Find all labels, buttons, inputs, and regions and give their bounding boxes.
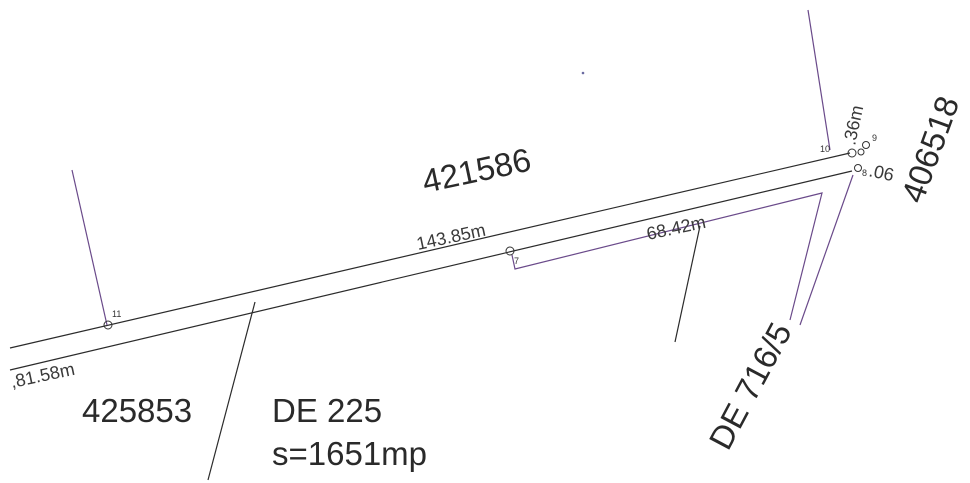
point-label-7: 7	[514, 256, 519, 266]
survey-point-cluster	[857, 148, 865, 156]
point-label-10: 10	[820, 144, 830, 154]
west-boundary-line	[71, 169, 108, 326]
survey-point-11	[103, 320, 113, 330]
parcel-southwest: 425853	[82, 392, 192, 429]
road-de-716-5-label: DE 716/5	[702, 316, 799, 455]
parcel-north: 421586	[419, 141, 534, 200]
distance-top-right: .36m	[839, 104, 867, 147]
distance-left: ,81.58m	[9, 359, 77, 392]
distance-right-small: .06	[867, 160, 896, 185]
distance-inner: 68.42m	[645, 212, 708, 244]
point-label-9: 9	[872, 133, 877, 143]
survey-point-8	[854, 164, 862, 172]
north-boundary-line	[807, 9, 831, 151]
inner-leader-line	[674, 225, 701, 343]
parcel-east: 406518	[894, 91, 966, 207]
lower-boundary-line	[9, 170, 853, 371]
road-de-225-area: s=1651mp	[272, 435, 427, 472]
stray-dot	[581, 71, 585, 75]
point-label-11: 11	[112, 309, 121, 319]
survey-point-9	[862, 141, 870, 149]
road-de-225-label: DE 225	[272, 392, 382, 429]
de-716-5-outline-outer	[799, 174, 854, 326]
upper-boundary-line	[9, 152, 851, 349]
de-716-5-outline-inner	[511, 192, 823, 321]
survey-point-10	[847, 148, 857, 158]
point-label-8: 8	[862, 168, 867, 178]
survey-point-7	[505, 246, 515, 256]
distance-main: 143.85m	[415, 220, 488, 254]
de-225-leader-line	[207, 301, 256, 481]
